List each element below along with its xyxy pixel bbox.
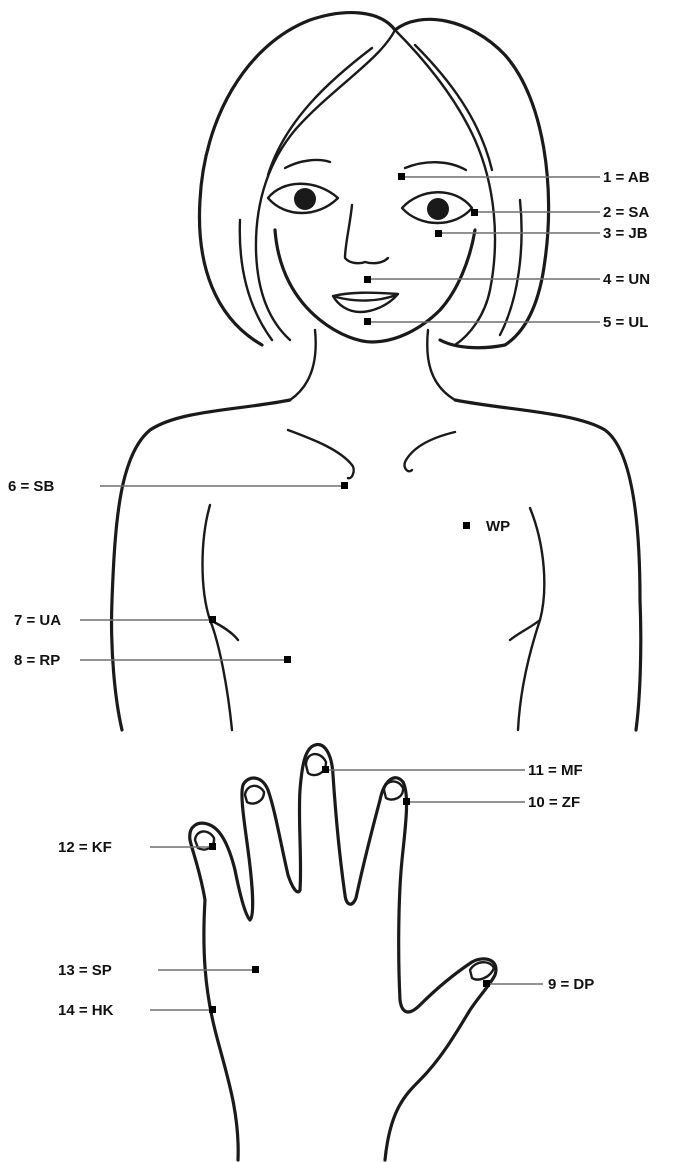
point-mf (322, 766, 329, 773)
point-ua (209, 616, 216, 623)
left-collarbone (288, 430, 354, 478)
label-ua: 7 = UA (14, 612, 61, 629)
left-torso-side (203, 505, 233, 730)
point-wp (463, 522, 470, 529)
label-dp: 9 = DP (548, 976, 594, 993)
left-eyebrow (285, 160, 330, 168)
point-hk (209, 1006, 216, 1013)
label-sb: 6 = SB (8, 478, 54, 495)
hand-figure (190, 745, 496, 1160)
thumb-nail (470, 962, 494, 979)
neck-left (290, 330, 316, 400)
leader-lines (80, 177, 600, 1010)
right-collarbone (405, 432, 455, 471)
label-ab: 1 = AB (603, 169, 650, 186)
point-kf (209, 843, 216, 850)
hair-strand (268, 48, 372, 175)
point-labels: 1 = AB 2 = SA 3 = JB 4 = UN 5 = UL 6 = S… (8, 169, 650, 1019)
point-dp (483, 980, 490, 987)
right-shoulder-arm (455, 400, 641, 730)
label-mf: 11 = MF (528, 762, 583, 779)
hair-strand (500, 200, 522, 335)
point-ul (364, 318, 371, 325)
point-zf (403, 798, 410, 805)
point-ab (398, 173, 405, 180)
index-nail (384, 781, 403, 799)
nose (345, 205, 388, 263)
hair-outline (199, 13, 548, 348)
label-hk: 14 = HK (58, 1002, 114, 1019)
label-kf: 12 = KF (58, 839, 112, 856)
hand-outline (190, 745, 496, 1160)
mouth-line (336, 295, 396, 301)
ring-nail (245, 786, 264, 804)
label-ul: 5 = UL (603, 314, 648, 331)
label-sp: 13 = SP (58, 962, 112, 979)
right-pupil (427, 198, 449, 220)
label-un: 4 = UN (603, 271, 650, 288)
label-wp: WP (486, 518, 510, 535)
label-rp: 8 = RP (14, 652, 60, 669)
left-shoulder-arm (112, 400, 290, 730)
point-un (364, 276, 371, 283)
point-rp (284, 656, 291, 663)
mouth (333, 293, 398, 312)
right-eyebrow (405, 162, 466, 170)
woman-figure (112, 13, 641, 730)
label-zf: 10 = ZF (528, 794, 580, 811)
point-sp (252, 966, 259, 973)
point-sb (341, 482, 348, 489)
point-sa (471, 209, 478, 216)
left-pupil (294, 188, 316, 210)
face-outline (275, 230, 475, 342)
point-jb (435, 230, 442, 237)
label-sa: 2 = SA (603, 204, 649, 221)
label-jb: 3 = JB (603, 225, 648, 242)
